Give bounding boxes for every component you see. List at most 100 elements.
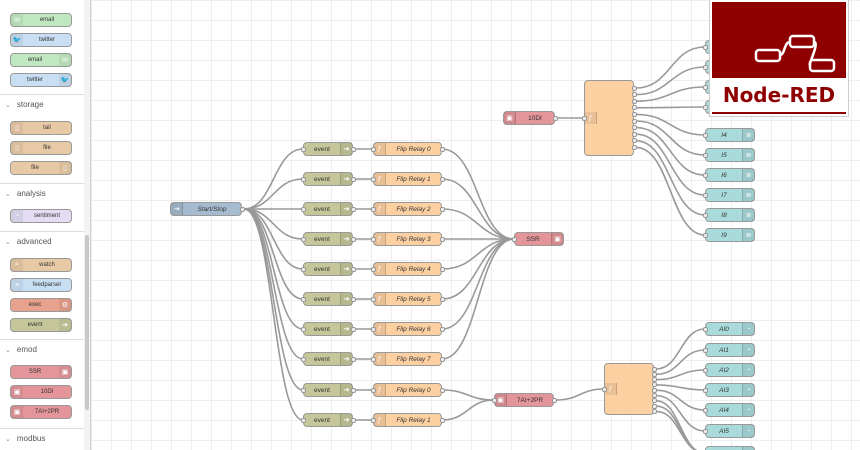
node-port[interactable] [702, 326, 708, 332]
node-port[interactable] [439, 387, 445, 393]
wire[interactable] [655, 400, 705, 450]
node-port[interactable] [350, 356, 356, 362]
output-node-ai[interactable]: AI2◔ [705, 363, 755, 377]
node-port[interactable] [651, 377, 657, 383]
category-advanced[interactable]: ⌄advanced [0, 231, 84, 251]
node-port[interactable] [370, 176, 376, 182]
palette-node-file[interactable]: file▯ [10, 161, 72, 175]
wire[interactable] [243, 148, 304, 210]
node-port[interactable] [439, 266, 445, 272]
node-port[interactable] [702, 387, 708, 393]
node-port[interactable] [651, 382, 657, 388]
wire[interactable] [655, 384, 706, 391]
node-port[interactable] [300, 266, 306, 272]
palette-node-sentiment[interactable]: ◔sentiment [10, 209, 72, 223]
emod-ssr-node[interactable]: SSR▣ [514, 232, 564, 246]
palette-node-event[interactable]: event➜ [10, 318, 72, 332]
wire[interactable] [441, 238, 515, 300]
category-emod[interactable]: ⌄emod [0, 339, 84, 359]
node-port[interactable] [239, 206, 245, 212]
wire[interactable] [243, 178, 304, 210]
palette-node-twitter[interactable]: twitter🐦 [10, 73, 72, 87]
event-node[interactable]: event➜ [303, 292, 353, 306]
event-node[interactable]: event➜ [303, 322, 353, 336]
node-port[interactable] [370, 387, 376, 393]
wire[interactable] [555, 388, 605, 401]
node-port[interactable] [439, 236, 445, 242]
palette-scrollbar[interactable] [84, 0, 91, 450]
wire[interactable] [655, 369, 706, 381]
output-node-ai[interactable]: AI0◔ [705, 322, 755, 336]
wire[interactable] [243, 208, 304, 391]
node-port[interactable] [702, 232, 708, 238]
node-port[interactable] [651, 366, 657, 372]
wire[interactable] [441, 399, 495, 421]
palette-node-exec[interactable]: exec⚙ [10, 298, 72, 312]
event-node[interactable]: event➜ [303, 413, 353, 427]
category-analysis[interactable]: ⌄analysis [0, 183, 84, 203]
node-port[interactable] [702, 64, 708, 70]
node-port[interactable] [491, 397, 497, 403]
node-port[interactable] [552, 115, 558, 121]
node-port[interactable] [601, 386, 607, 392]
node-port[interactable] [350, 146, 356, 152]
node-port[interactable] [631, 98, 637, 104]
output-node-ai[interactable]: ◔ [705, 446, 755, 450]
category-storage[interactable]: ⌄storage [0, 94, 84, 114]
output-node-di[interactable]: I6≣ [705, 168, 755, 182]
output-node-ai[interactable]: AI5◔ [705, 424, 755, 438]
node-port[interactable] [702, 407, 708, 413]
node-port[interactable] [702, 428, 708, 434]
event-node[interactable]: event➜ [303, 172, 353, 186]
node-port[interactable] [350, 206, 356, 212]
node-port[interactable] [702, 367, 708, 373]
node-port[interactable] [350, 266, 356, 272]
node-port[interactable] [350, 176, 356, 182]
node-port[interactable] [350, 387, 356, 393]
node-port[interactable] [439, 146, 445, 152]
node-port[interactable] [702, 347, 708, 353]
wire[interactable] [655, 405, 705, 450]
node-port[interactable] [651, 398, 657, 404]
node-port[interactable] [370, 236, 376, 242]
node-port[interactable] [370, 206, 376, 212]
node-port[interactable] [511, 236, 517, 242]
node-port[interactable] [370, 417, 376, 423]
node-port[interactable] [631, 118, 637, 124]
node-port[interactable] [651, 393, 657, 398]
wire[interactable] [243, 208, 304, 240]
output-node-ai[interactable]: AI1◔ [705, 343, 755, 357]
node-port[interactable] [631, 138, 637, 144]
event-node[interactable]: event➜ [303, 352, 353, 366]
wire[interactable] [655, 394, 706, 432]
wire[interactable] [635, 120, 706, 156]
node-port[interactable] [370, 356, 376, 362]
wire[interactable] [441, 238, 515, 270]
node-port[interactable] [631, 131, 637, 137]
node-port[interactable] [702, 152, 708, 158]
node-port[interactable] [439, 176, 445, 182]
palette-node-email[interactable]: ✉email [10, 13, 72, 27]
palette-node-twitter[interactable]: 🐦twitter [10, 33, 72, 47]
node-port[interactable] [551, 397, 557, 403]
function-node-ai-parser[interactable]: ƒ [604, 363, 654, 415]
node-port[interactable] [651, 371, 657, 377]
node-port[interactable] [370, 146, 376, 152]
output-node-di[interactable]: I4≣ [705, 128, 755, 142]
output-node-ai[interactable]: AI3◔ [705, 383, 755, 397]
wire[interactable] [635, 126, 706, 176]
node-port[interactable] [439, 206, 445, 212]
output-node-di[interactable]: I9≣ [705, 228, 755, 242]
node-port[interactable] [370, 326, 376, 332]
node-port[interactable] [300, 326, 306, 332]
node-port[interactable] [702, 132, 708, 138]
palette-node-feedparser[interactable]: ≡feedparser [10, 278, 72, 292]
